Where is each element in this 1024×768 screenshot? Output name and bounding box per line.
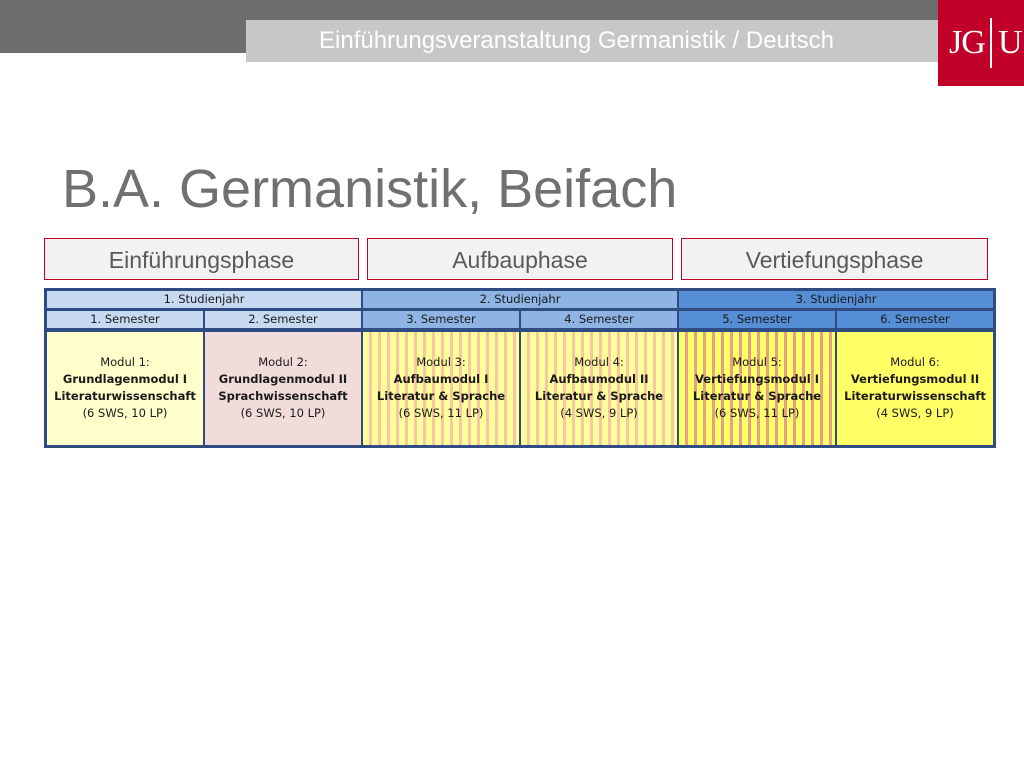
module-cell-1: Modul 1: Grundlagenmodul I Literaturwiss… (47, 332, 203, 445)
module-title: Grundlagenmodul II (218, 372, 348, 386)
phase-einfuehrung: Einführungsphase (44, 238, 359, 280)
module-title: Grundlagenmodul I (62, 372, 188, 386)
module-subject: Literatur & Sprache (376, 389, 506, 403)
module-cell-2: Modul 2: Grundlagenmodul II Sprachwissen… (205, 332, 361, 445)
logo-text-right: U (998, 24, 1023, 61)
module-cell-3: Modul 3: Aufbaumodul I Literatur & Sprac… (363, 332, 519, 445)
phase-aufbau: Aufbauphase (367, 238, 673, 280)
module-subject: Literaturwissenschaft (54, 389, 196, 403)
phase-vertiefung: Vertiefungsphase (681, 238, 988, 280)
module-label: Modul 6: (890, 355, 940, 369)
module-credits: (4 SWS, 9 LP) (876, 406, 954, 420)
module-subject: Sprachwissenschaft (218, 389, 348, 403)
module-credits: (6 SWS, 10 LP) (82, 406, 168, 420)
module-subject: Literatur & Sprache (692, 389, 822, 403)
semester-header-6: 6. Semester (837, 311, 993, 328)
header-title: Einführungsveranstaltung Germanistik / D… (246, 20, 938, 62)
module-label: Modul 1: (100, 355, 150, 369)
module-table: 1. Studienjahr 2. Studienjahr 3. Studien… (44, 288, 996, 448)
module-label: Modul 4: (574, 355, 624, 369)
module-title: Aufbaumodul I (393, 372, 489, 386)
year-header-1: 1. Studienjahr (47, 291, 361, 308)
module-credits: (6 SWS, 10 LP) (240, 406, 326, 420)
module-cell-5: Modul 5: Vertiefungsmodul I Literatur & … (679, 332, 835, 445)
top-decor-block (0, 20, 246, 53)
module-title: Vertiefungsmodul II (850, 372, 980, 386)
module-credits: (6 SWS, 11 LP) (398, 406, 484, 420)
module-cell-6: Modul 6: Vertiefungsmodul II Literaturwi… (837, 332, 993, 445)
module-label: Modul 5: (732, 355, 782, 369)
jgu-logo: JG U (938, 0, 1024, 86)
module-subject: Literatur & Sprache (534, 389, 664, 403)
module-credits: (4 SWS, 9 LP) (560, 406, 638, 420)
semester-header-1: 1. Semester (47, 311, 203, 328)
semester-header-5: 5. Semester (679, 311, 835, 328)
logo-divider (990, 18, 992, 68)
year-header-3: 3. Studienjahr (679, 291, 993, 308)
logo-text-left: JG (949, 24, 986, 61)
module-subject: Literaturwissenschaft (844, 389, 986, 403)
year-header-2: 2. Studienjahr (363, 291, 677, 308)
module-credits: (6 SWS, 11 LP) (714, 406, 800, 420)
top-decor-bar (0, 0, 938, 20)
semester-header-2: 2. Semester (205, 311, 361, 328)
module-title: Vertiefungsmodul I (695, 372, 819, 386)
module-label: Modul 3: (416, 355, 466, 369)
module-title: Aufbaumodul II (549, 372, 649, 386)
page-title: B.A. Germanistik, Beifach (62, 159, 678, 219)
semester-header-4: 4. Semester (521, 311, 677, 328)
module-cell-4: Modul 4: Aufbaumodul II Literatur & Spra… (521, 332, 677, 445)
module-label: Modul 2: (258, 355, 308, 369)
semester-header-3: 3. Semester (363, 311, 519, 328)
